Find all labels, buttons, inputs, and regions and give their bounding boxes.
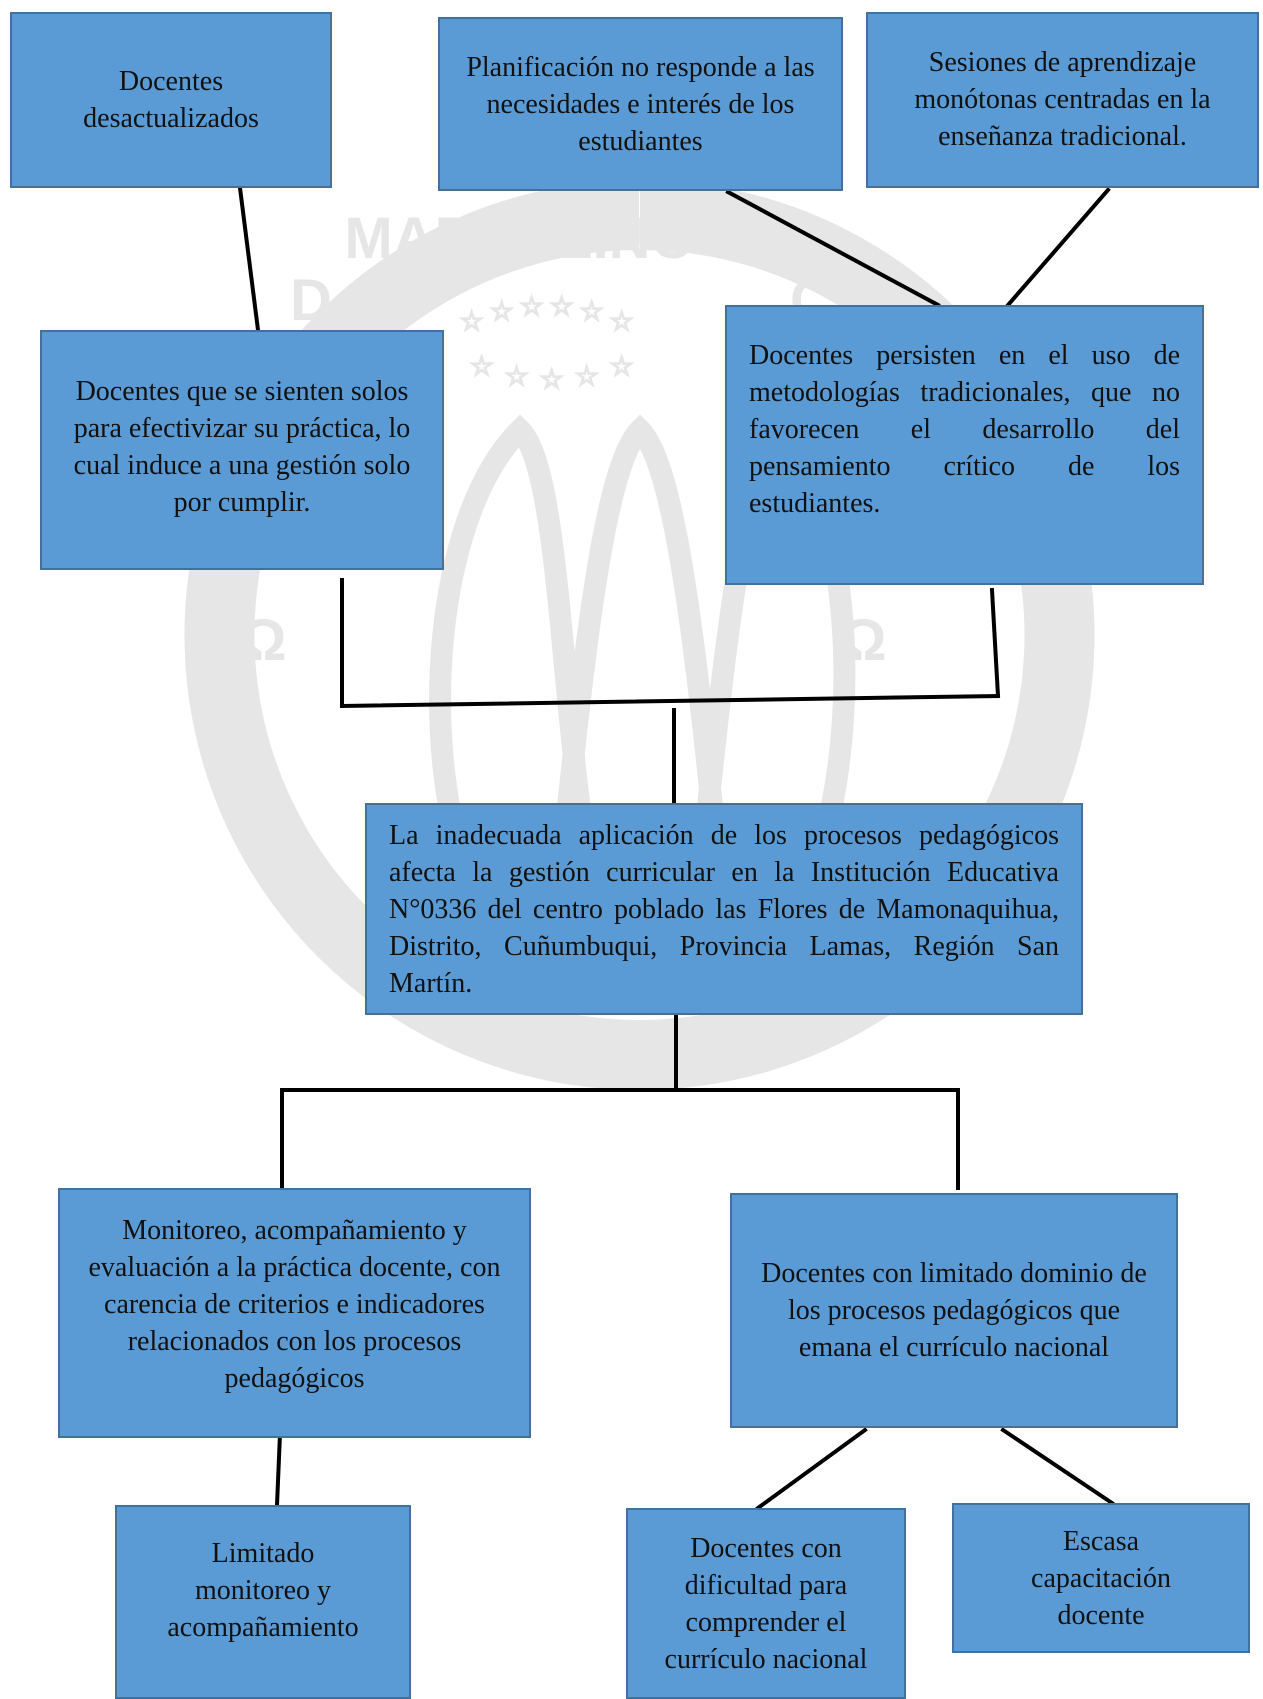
box-metodologias: Docentes persisten en el uso de metodolo… xyxy=(725,305,1204,585)
connector xyxy=(274,1431,283,1508)
connector xyxy=(237,185,261,333)
svg-text:MARCELINO: MARCELINO xyxy=(344,206,695,271)
svg-text:☆: ☆ xyxy=(580,297,603,326)
svg-text:☆: ☆ xyxy=(575,362,598,391)
box-docentes-solos: Docentes que se sienten solos para efect… xyxy=(40,330,444,570)
connector xyxy=(1000,1427,1115,1506)
svg-text:☆: ☆ xyxy=(505,362,528,391)
box-planificacion: Planificación no responde a las necesida… xyxy=(438,17,843,191)
svg-text:☆: ☆ xyxy=(550,292,573,321)
connector xyxy=(725,189,941,308)
connector xyxy=(989,587,1001,699)
box-monitoreo: Monitoreo, acompañamiento y evaluación a… xyxy=(58,1188,531,1438)
box-dificultad-curriculo: Docentes con dificultad para comprender … xyxy=(626,1508,906,1699)
box-limitado-dominio: Docentes con limitado dominio de los pro… xyxy=(730,1193,1178,1428)
box-sesiones: Sesiones de aprendizaje monótonas centra… xyxy=(866,12,1259,188)
svg-text:☆: ☆ xyxy=(490,297,513,326)
connector xyxy=(755,1427,868,1511)
svg-text:☆: ☆ xyxy=(610,307,633,336)
svg-text:☆: ☆ xyxy=(520,292,543,321)
box-problema-central: La inadecuada aplicación de los procesos… xyxy=(365,803,1083,1015)
box-escasa-capacitacion: Escasa capacitación docente xyxy=(952,1503,1250,1653)
svg-text:☆: ☆ xyxy=(610,352,633,381)
svg-text:D: D xyxy=(290,268,332,333)
box-limitado-monitoreo: Limitado monitoreo y acompañamiento xyxy=(115,1505,411,1699)
svg-text:☆: ☆ xyxy=(540,365,563,394)
svg-text:☆: ☆ xyxy=(470,352,493,381)
box-docentes-desactualizados: Docentes desactualizados xyxy=(10,12,332,188)
svg-text:Ω: Ω xyxy=(240,608,287,673)
connector xyxy=(339,693,1001,709)
connector xyxy=(1005,187,1111,308)
svg-text:☆: ☆ xyxy=(460,307,483,336)
